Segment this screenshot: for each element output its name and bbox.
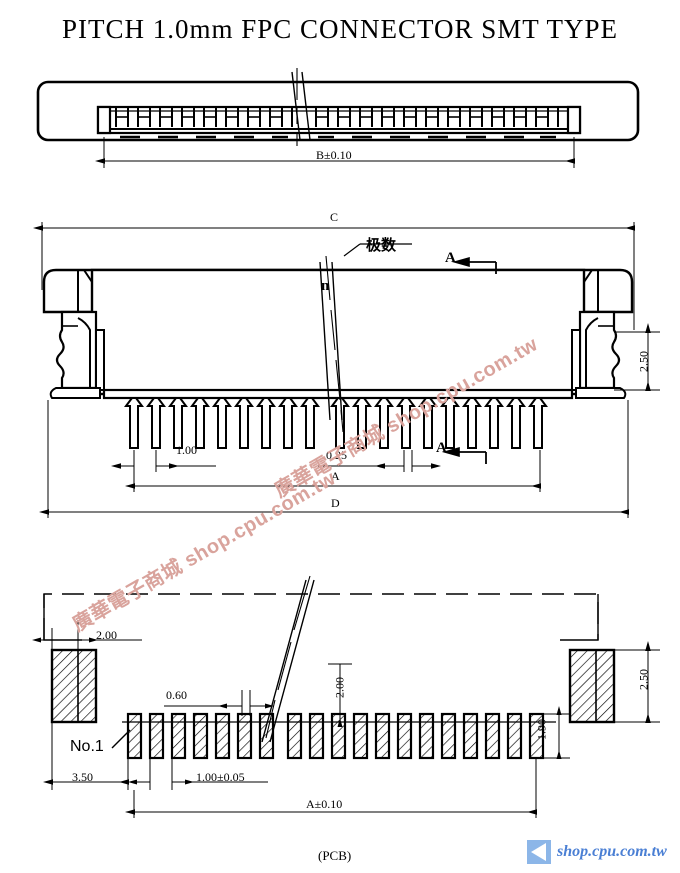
dim-label-padheight-250: 2.50 — [636, 669, 651, 690]
top-view — [36, 68, 640, 168]
pad-row — [126, 712, 545, 760]
site-logo-text: shop.cpu.com.tw — [557, 843, 667, 860]
dim-label-A: A — [331, 469, 340, 483]
dim-label-B: B±0.10 — [316, 148, 352, 162]
site-logo[interactable]: shop.cpu.com.tw — [527, 840, 667, 864]
pin-row — [124, 397, 548, 449]
page-title: PITCH 1.0mm FPC CONNECTOR SMT TYPE — [61, 14, 619, 44]
dim-label-pitch-100-005: 1.00±0.05 — [196, 770, 245, 784]
section-marker-a-bottom: A — [436, 440, 447, 456]
chevron-left-icon — [527, 840, 551, 864]
pin-one-label: No.1 — [70, 738, 104, 755]
pole-count-label: 极数 — [366, 236, 397, 254]
dim-label-padlength-190: 1.90 — [534, 719, 549, 740]
dim-label-edge-350: 3.50 — [72, 770, 93, 784]
dim-label-C: C — [330, 210, 339, 224]
pole-count-symbol: n — [321, 278, 330, 294]
dim-label-height-250: 2.50 — [636, 351, 651, 372]
dim-label-pin-025: 0.25 — [326, 448, 347, 462]
dim-label-pitch-100: 1.00 — [176, 443, 197, 457]
dim-label-pad-200: 2.00 — [96, 628, 117, 642]
dim-label-gap-200: 2.00 — [332, 677, 347, 698]
section-marker-a-top: A — [445, 250, 456, 266]
dim-label-trace-060: 0.60 — [166, 688, 187, 702]
pcb-footprint-view — [32, 575, 660, 818]
pcb-caption: (PCB) — [318, 848, 352, 863]
dim-label-D: D — [331, 496, 340, 510]
dim-label-total-A: A±0.10 — [306, 797, 343, 811]
front-view — [33, 222, 660, 518]
